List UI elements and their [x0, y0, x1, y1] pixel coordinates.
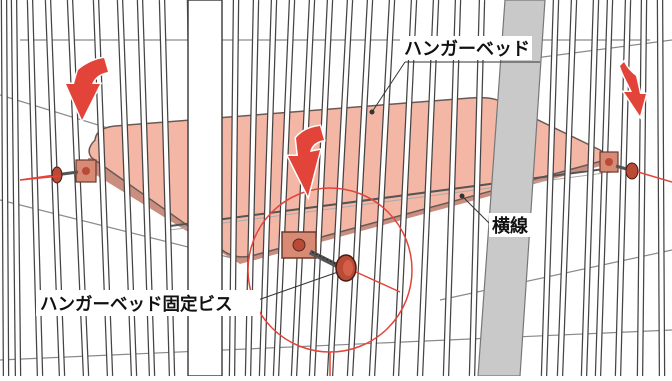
horizontal-wire [169, 167, 613, 227]
cage-bar [274, 0, 294, 377]
cage-bar [638, 0, 646, 377]
horizontal-wire-callout: 横線 [459, 193, 537, 237]
cage-bar [658, 0, 664, 377]
cage-bar [68, 0, 88, 377]
cage-bar [2, 0, 8, 377]
fixing-screw-callout: ハンガーベッド固定ビス [36, 271, 339, 316]
left-screw-icon [19, 166, 79, 184]
cage-bar [12, 0, 20, 377]
cage-bar [418, 0, 438, 377]
right-screw-icon [615, 162, 672, 183]
left-bracket [75, 159, 97, 183]
right-bracket [599, 151, 619, 173]
center-screw-icon [308, 249, 401, 293]
down-arrow-icon [285, 124, 326, 201]
cage-bar [542, 0, 558, 377]
hanger-bed-label: ハンガーベッド [404, 39, 530, 60]
down-arrow-icon [618, 59, 648, 120]
fixing-screw-label: ハンガーベッド固定ビス [40, 294, 233, 315]
cage-bar [46, 0, 64, 377]
cage-bar [94, 0, 112, 377]
cage-bar [260, 0, 276, 377]
cage-bar [348, 0, 372, 377]
cage-bar [444, 0, 460, 377]
hanger-bed-callout: ハンガーベッド [369, 36, 540, 115]
cage-bar [596, 0, 612, 377]
cage-corner-post [187, 0, 223, 377]
horizontal-wire-label: 横線 [492, 215, 528, 237]
down-arrow-icon [63, 56, 110, 124]
cage-bar [370, 0, 394, 377]
cage-bar [616, 0, 630, 377]
cage-bar [582, 0, 598, 377]
cage-bar [558, 0, 576, 377]
cage-bar [28, 0, 42, 377]
cage-bar [470, 0, 484, 377]
